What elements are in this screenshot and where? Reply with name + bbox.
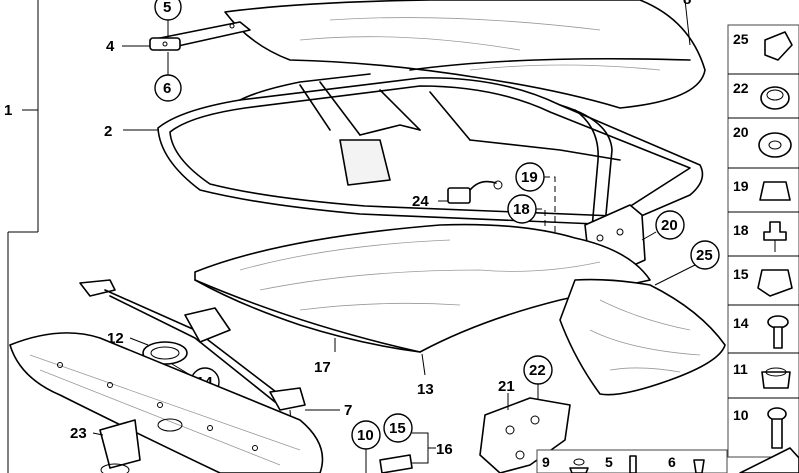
callout-25: 25: [696, 247, 713, 264]
callout-23: 23: [70, 425, 87, 442]
top-frame: 2: [104, 73, 704, 229]
seal-ring-icon: [758, 132, 792, 158]
callout-18: 18: [513, 201, 530, 218]
callout-16: 16: [436, 441, 453, 458]
side-fabric-panel: 25: [559, 240, 726, 396]
pad-icon: [757, 269, 793, 297]
callout-7: 7: [344, 402, 352, 419]
side-panel-label-20: 20: [733, 124, 749, 140]
callout-17: 17: [314, 359, 331, 376]
bottom-panel-label-6: 6: [668, 454, 676, 470]
callout-8: 8: [683, 0, 691, 8]
callout-22: 22: [529, 362, 546, 379]
side-panel-label-25: 25: [733, 31, 749, 47]
sensor-parts: 19 18 24: [412, 162, 585, 283]
rivet-icon: [629, 455, 637, 473]
bottom-small-parts: 10 15 16: [351, 413, 453, 473]
callout-1: 1: [4, 102, 12, 119]
hinge-strip-part: 4 5 6: [106, 0, 251, 102]
side-panel-label-18: 18: [733, 222, 749, 238]
callout-10: 10: [357, 427, 374, 444]
callout-15: 15: [389, 420, 406, 437]
clip-icon: [764, 31, 793, 61]
callout-21: 21: [498, 378, 515, 395]
callout-2: 2: [104, 123, 112, 140]
corner-tag-icon: [739, 447, 799, 473]
assembly-bracket-1: 1: [4, 0, 39, 473]
callout-5: 5: [163, 0, 171, 16]
callout-6: 6: [163, 80, 171, 97]
locking-bracket: 21 22: [479, 355, 571, 473]
side-panel-label-11: 11: [733, 361, 748, 377]
bottom-panel-label-5: 5: [605, 454, 613, 470]
headliner-panel: 17 13: [194, 223, 651, 398]
bottom-panel-label-9: 9: [542, 454, 550, 470]
side-panel-label-15: 15: [733, 266, 749, 282]
cap-icon: [759, 181, 791, 201]
side-parts-panel: 25 22 20 19 18 15 14 11 10: [727, 24, 799, 458]
side-panel-label-10: 10: [733, 407, 749, 423]
stud-icon: [763, 221, 787, 241]
screw-icon: [693, 459, 705, 473]
callout-4: 4: [106, 38, 115, 55]
side-panel-label-22: 22: [733, 80, 749, 96]
nut-insert-icon: [761, 371, 791, 389]
callout-19: 19: [521, 169, 538, 186]
push-nut-icon: [569, 467, 589, 473]
front-tension-bow: 23: [9, 332, 324, 473]
side-panel-label-19: 19: [733, 178, 749, 194]
callout-13: 13: [417, 381, 434, 398]
callout-24: 24: [412, 193, 429, 210]
side-panel-label-14: 14: [733, 315, 749, 331]
roof-cover-rear: 8: [224, 0, 706, 109]
bottom-parts-strip: 9 5 6: [536, 447, 799, 473]
callout-20: 20: [661, 217, 678, 234]
